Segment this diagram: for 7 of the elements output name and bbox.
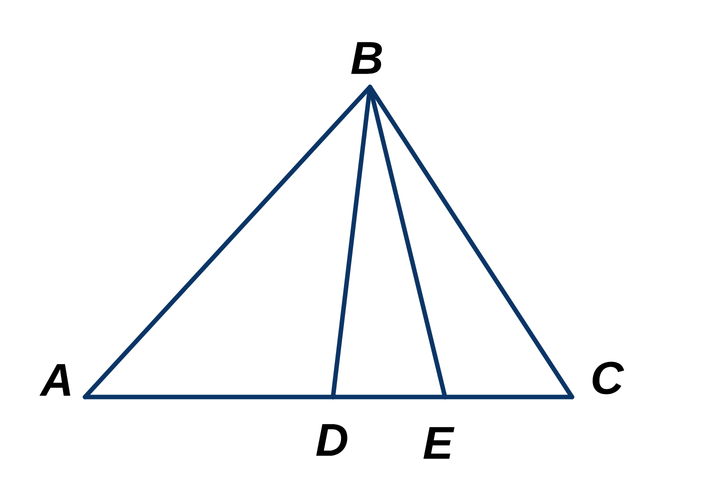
point-label: C (592, 362, 624, 394)
point-label: A (39, 364, 70, 396)
line-segment (330, 84, 372, 400)
point-label: B (351, 42, 382, 74)
point-label: D (316, 424, 348, 456)
line-segment (368, 84, 448, 400)
point-label: E (423, 427, 454, 459)
